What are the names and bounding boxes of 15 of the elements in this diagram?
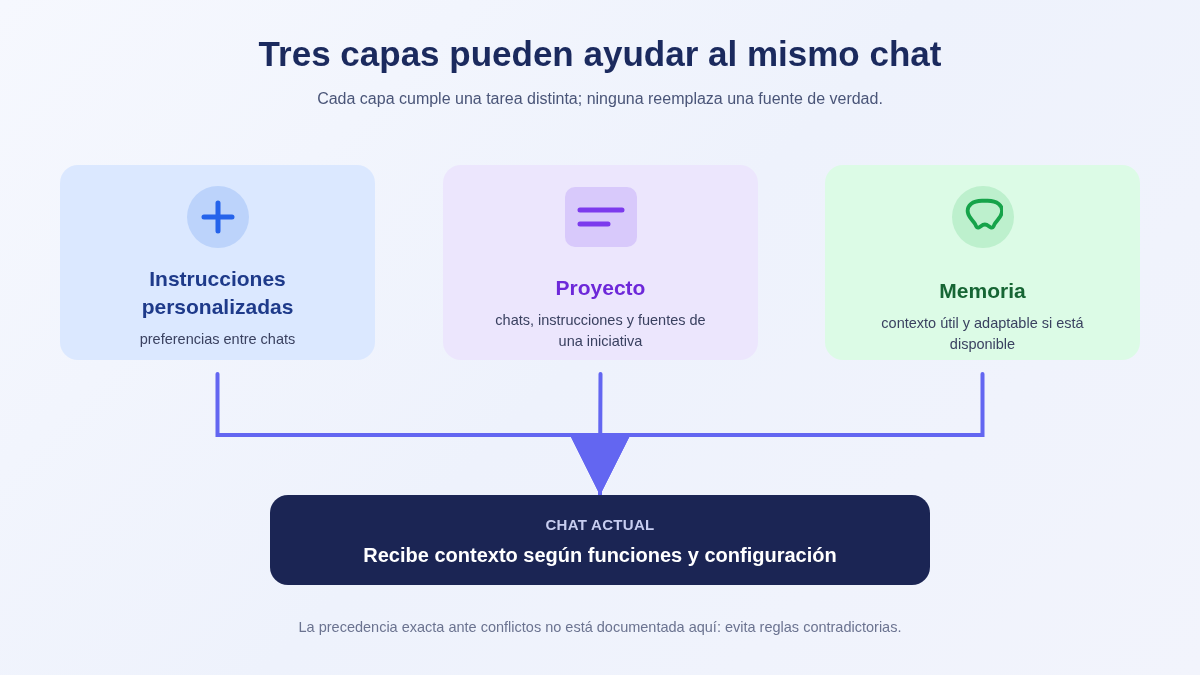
- card-description: contexto útil y adaptable si está disponible: [880, 314, 1085, 354]
- footnote: La precedencia exacta ante conflictos no está documentada aquí: evita reglas contradictorias.: [298, 619, 902, 635]
- layer-card: [443, 165, 758, 360]
- box-text: Recibe contexto según funciones y configuración: [363, 544, 837, 567]
- card-title: Proyecto: [554, 275, 647, 301]
- current-chat-box: [270, 495, 930, 585]
- box-kicker: CHAT ACTUAL: [545, 516, 655, 533]
- card-title: Memoria: [938, 278, 1027, 304]
- layer-card: [825, 165, 1140, 360]
- card-description: chats, instrucciones y fuentes de una iniciativa: [494, 311, 707, 351]
- diagram-subtitle: Cada capa cumple una tarea distinta; ninguna reemplaza una fuente de verdad.: [317, 90, 883, 108]
- diagram-title: Tres capas pueden ayudar al mismo chat: [258, 34, 942, 74]
- card-title: Instrucciones personalizadas: [140, 266, 295, 320]
- card-description: preferencias entre chats: [138, 330, 297, 349]
- layer-card: [60, 165, 375, 360]
